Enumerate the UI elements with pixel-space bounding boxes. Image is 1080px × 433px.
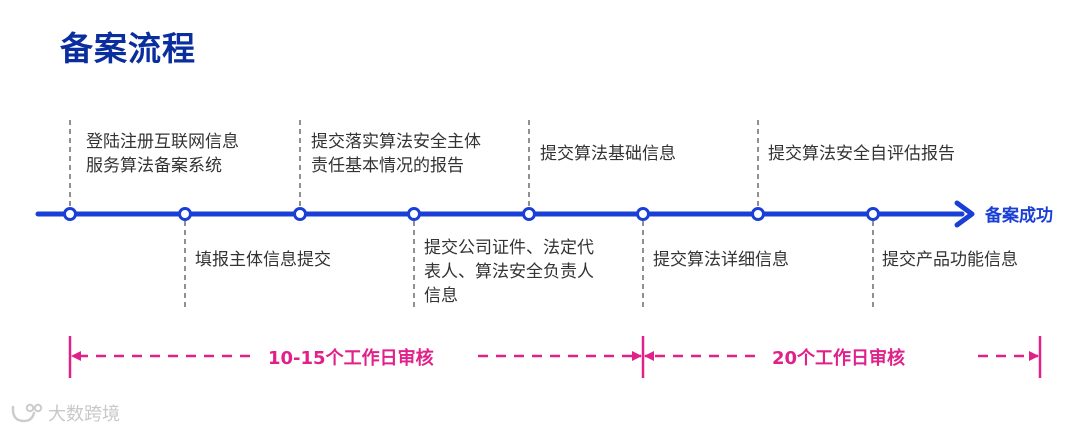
step-top-2-line-1: 提交落实算法安全主体 [311, 132, 481, 152]
step-top-1-line-2: 服务算法备案系统 [86, 156, 222, 176]
page-title: 备案流程 [60, 29, 196, 68]
timeline-node-7 [751, 207, 765, 221]
step-bottom-2-line-3: 信息 [424, 286, 458, 306]
timeline-node-6 [636, 207, 650, 221]
watermark-text: 大数跨境 [48, 404, 120, 425]
step-bottom-1-line-1: 填报主体信息提交 [195, 250, 331, 270]
step-top-4: 提交算法安全自评估报告 [768, 142, 955, 166]
step-top-4-line-1: 提交算法安全自评估报告 [768, 144, 955, 164]
step-top-2-line-2: 责任基本情况的报告 [311, 156, 464, 176]
step-bottom-2-line-1: 提交公司证件、法定代 [424, 238, 594, 258]
step-bottom-3: 提交算法详细信息 [653, 248, 789, 272]
step-top-1-line-1: 登陆注册互联网信息 [86, 132, 239, 152]
period-1-label: 10-15个工作日审核 [262, 344, 440, 370]
step-bottom-4: 提交产品功能信息 [882, 248, 1018, 272]
timeline-node-5 [522, 207, 536, 221]
step-bottom-2-line-2: 表人、算法安全负责人 [424, 262, 594, 282]
timeline-node-2 [178, 207, 192, 221]
period-2-label: 20个工作日审核 [766, 344, 912, 370]
step-top-3-line-1: 提交算法基础信息 [540, 144, 676, 164]
timeline-arrow-icon [954, 200, 975, 228]
watermark: 大数跨境 [10, 400, 120, 426]
smile-logo-icon [11, 403, 43, 423]
step-bottom-2: 提交公司证件、法定代 表人、算法安全负责人 信息 [424, 236, 594, 308]
timeline-node-4 [407, 207, 421, 221]
timeline-node-1 [63, 207, 77, 221]
step-bottom-1: 填报主体信息提交 [195, 248, 331, 272]
step-bottom-4-line-1: 提交产品功能信息 [882, 250, 1018, 270]
step-top-1: 登陆注册互联网信息 服务算法备案系统 [86, 130, 239, 178]
step-top-2: 提交落实算法安全主体 责任基本情况的报告 [311, 130, 481, 178]
timeline-node-8 [866, 207, 880, 221]
end-label: 备案成功 [985, 206, 1053, 226]
step-top-3: 提交算法基础信息 [540, 142, 676, 166]
timeline-node-3 [293, 207, 307, 221]
step-bottom-3-line-1: 提交算法详细信息 [653, 250, 789, 270]
